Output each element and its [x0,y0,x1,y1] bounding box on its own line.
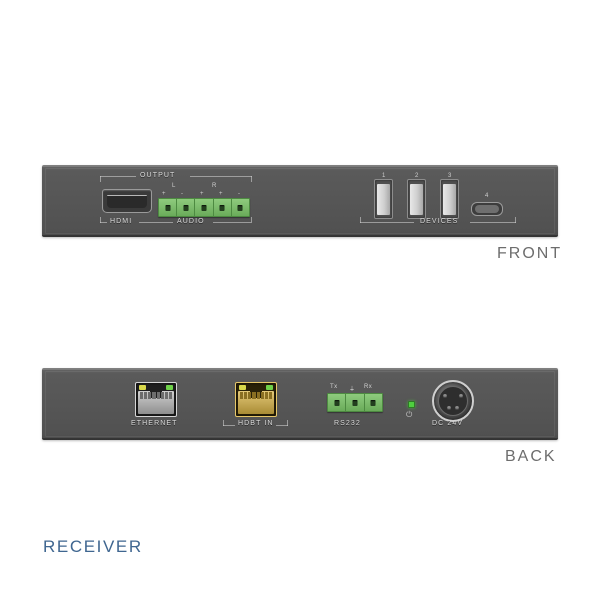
power-symbol-icon: ⏻ [406,410,413,419]
back-panel: ETHERNET HDBT IN Tx ⏚ Rx RS232 ⏻ [42,368,558,440]
audio-terminal-pin-1[interactable] [159,199,178,216]
panel-top-bevel [42,165,558,167]
hdmi-label: HDMI [110,218,133,225]
dc-pin-4 [455,406,459,410]
audio-terminal-pin-4[interactable] [213,199,232,216]
ethernet-jack-pins [140,392,172,399]
devices-bracket-right-rule [470,222,516,223]
hdbt-in-label: HDBT IN [238,420,274,427]
devices-group-label: DEVICES [420,218,459,225]
usb-a-tongue-2 [410,184,423,215]
output-group-label: OUTPUT [140,172,176,179]
devices-bracket-right-tick [515,217,516,223]
audio-polarity-3: + [200,191,204,197]
dc-pin-2 [459,394,463,398]
rs232-pin-label-tx: Tx [330,384,338,390]
ethernet-led-yellow [139,385,146,390]
hdbt-bracket-left-tick [223,420,224,426]
usb-port-number-2: 2 [415,173,419,179]
audio-polarity-4: + [219,191,223,197]
dc-power-jack[interactable] [432,380,474,422]
hdbt-bracket-right-tick [287,420,288,426]
audio-bracket-right-tick [251,217,252,223]
audio-bracket-right-rule [213,222,251,223]
rs232-terminal-pin-rx[interactable] [364,394,382,411]
ethernet-port[interactable] [135,382,177,417]
usb-c-tongue [475,205,499,213]
hdmi-slot [107,195,147,208]
audio-terminal-pin-5[interactable] [231,199,249,216]
audio-terminal-pin-3[interactable] [195,199,214,216]
back-panel-top-bevel [42,368,558,370]
audio-channel-label-l: L [172,183,176,189]
audio-channel-label-r: R [212,183,217,189]
panel-bottom-bevel [42,235,558,237]
usb-a-tongue-1 [377,184,390,215]
front-panel: OUTPUT L R + - + + - HDMI AUDIO 1 2 3 4 [42,165,558,237]
ethernet-led-green [166,385,173,390]
hdbt-bracket-left-rule [223,425,235,426]
audio-polarity-5: - [238,191,241,197]
hdbt-jack-pins [240,392,272,399]
devices-bracket-left-tick [360,217,361,223]
rs232-label: RS232 [334,420,361,427]
rs232-ground-symbol: ⏚ [349,387,356,393]
hdmi-bracket-left-tick [100,217,101,223]
output-bracket-right-rule [190,176,252,177]
output-bracket-left-rule [100,176,136,177]
hdbt-in-port[interactable] [235,382,277,417]
dc-24v-label: DC 24V [432,420,464,427]
audio-terminal-block[interactable] [158,198,250,217]
hdmi-bracket-left-rule [100,222,107,223]
usb-port-number-4: 4 [485,193,489,199]
hdbt-led-green [266,385,273,390]
diagram-title: RECEIVER [43,537,143,556]
dc-jack-inner [438,386,468,416]
hdmi-output-port[interactable] [102,189,152,213]
audio-polarity-2: - [181,191,184,197]
rs232-pin-label-rx: Rx [364,384,373,390]
rs232-terminal-pin-tx[interactable] [328,394,347,411]
back-caption: BACK [505,448,557,465]
dc-pin-1 [443,394,447,398]
rs232-terminal-pin-gnd[interactable] [346,394,365,411]
usb-a-port-1[interactable] [374,179,393,219]
back-panel-bottom-bevel [42,438,558,440]
audio-label: AUDIO [177,218,205,225]
usb-a-tongue-3 [443,184,456,215]
front-caption: FRONT [497,245,563,262]
audio-polarity-1: + [162,191,166,197]
usb-c-port-4[interactable] [471,202,503,216]
hdbt-bracket-right-rule [276,425,288,426]
usb-a-port-2[interactable] [407,179,426,219]
ethernet-jack-notch [150,391,162,398]
devices-bracket-left-rule [360,222,414,223]
dc-pin-3 [447,406,451,410]
usb-a-port-3[interactable] [440,179,459,219]
hdbt-led-yellow [239,385,246,390]
power-led [408,401,415,408]
usb-port-number-3: 3 [448,173,452,179]
ethernet-label: ETHERNET [131,420,178,427]
hdbt-jack-notch [250,391,262,398]
output-bracket-left-tick [100,176,101,182]
rs232-terminal-block[interactable] [327,393,383,412]
usb-port-number-1: 1 [382,173,386,179]
output-bracket-right-tick [251,176,252,182]
hdmi-bracket-right-rule [139,222,173,223]
audio-terminal-pin-2[interactable] [177,199,196,216]
